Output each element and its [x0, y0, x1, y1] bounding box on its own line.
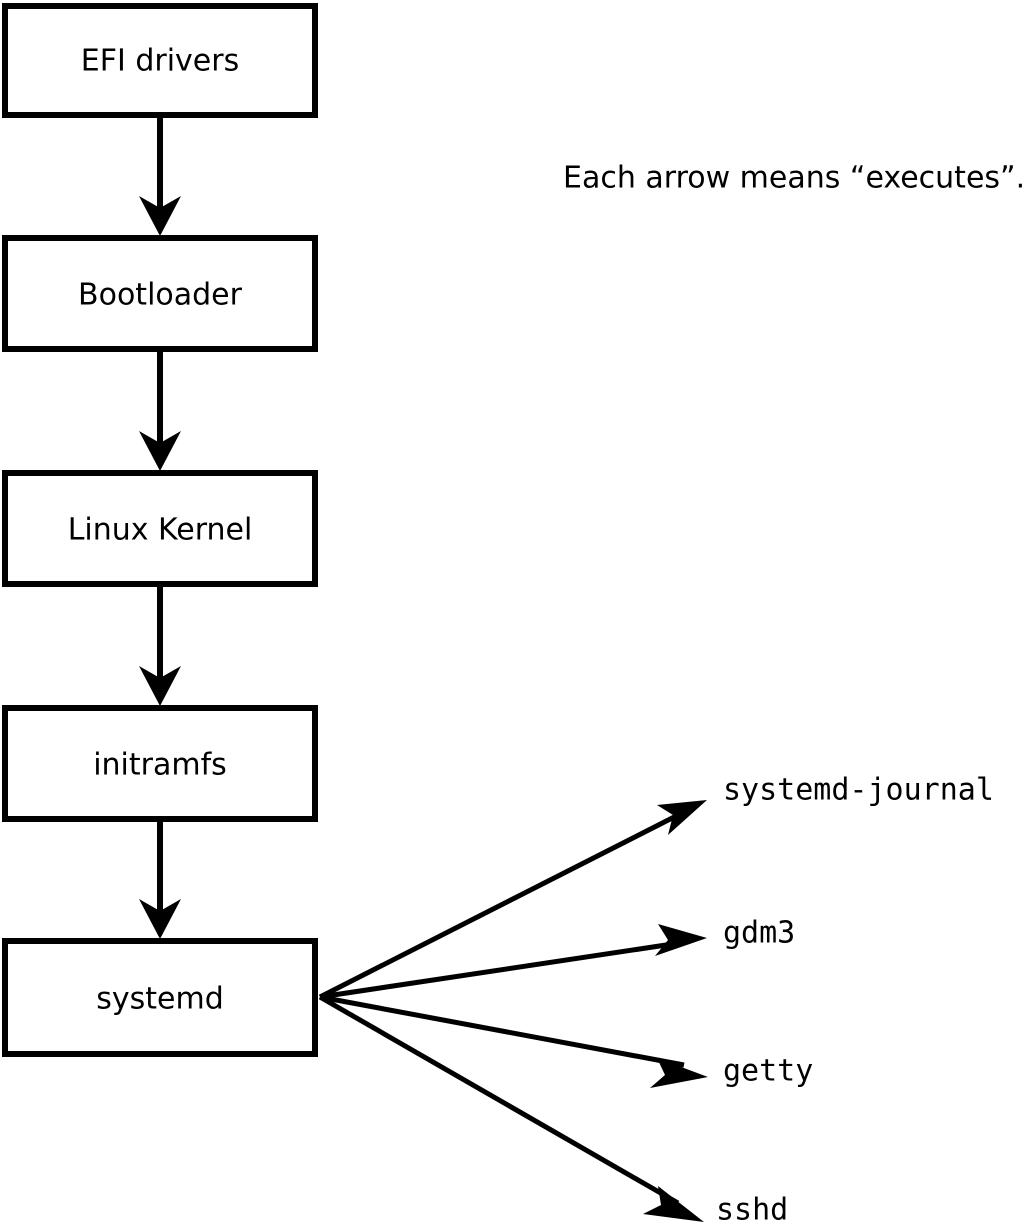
- service-label-systemd-journal: systemd-journal: [723, 773, 994, 808]
- arrow-systemd-to-sshd: [318, 994, 704, 1222]
- box-outline: [2, 938, 318, 1057]
- arrow-efi-drivers-to-bootloader: [139, 118, 181, 236]
- arrow-head: [139, 431, 181, 471]
- arrow-head: [139, 196, 181, 236]
- box-label: EFI drivers: [81, 44, 239, 79]
- box-label: initramfs: [93, 748, 227, 783]
- arrow-linux-kernel-to-initramfs: [139, 587, 181, 706]
- box-label: Linux Kernel: [68, 513, 253, 548]
- box-label: systemd: [96, 982, 224, 1017]
- service-label-gdm3: gdm3: [723, 916, 795, 951]
- process-box-linux-kernel[interactable]: Linux Kernel: [2, 470, 318, 587]
- process-box-initramfs[interactable]: initramfs: [2, 705, 318, 822]
- service-label-getty: getty: [723, 1054, 813, 1089]
- arrow-head: [657, 800, 707, 835]
- diagram-caption: Each arrow means “executes”.: [563, 161, 1023, 196]
- arrow-systemd-to-systemd-journal: [318, 800, 707, 1000]
- box-outline: [2, 470, 318, 587]
- arrow-systemd-to-getty: [319, 994, 708, 1088]
- arrow-head: [650, 1058, 708, 1088]
- process-box-bootloader[interactable]: Bootloader: [2, 235, 318, 352]
- process-box-systemd[interactable]: systemd: [2, 938, 318, 1057]
- arrow-head: [655, 924, 707, 956]
- box-outline: [2, 235, 318, 352]
- arrow-head: [643, 1186, 704, 1222]
- arrow-head: [139, 899, 181, 939]
- arrow-initramfs-to-systemd: [139, 822, 181, 939]
- box-outline: [2, 705, 318, 822]
- process-box-efi-drivers[interactable]: EFI drivers: [2, 3, 318, 118]
- arrow-bootloader-to-linux-kernel: [139, 352, 181, 471]
- arrow-systemd-to-gdm3: [319, 924, 707, 1000]
- arrow-head: [139, 666, 181, 706]
- box-outline: [2, 3, 318, 118]
- box-label: Bootloader: [78, 278, 243, 313]
- service-label-sshd: sshd: [716, 1193, 788, 1228]
